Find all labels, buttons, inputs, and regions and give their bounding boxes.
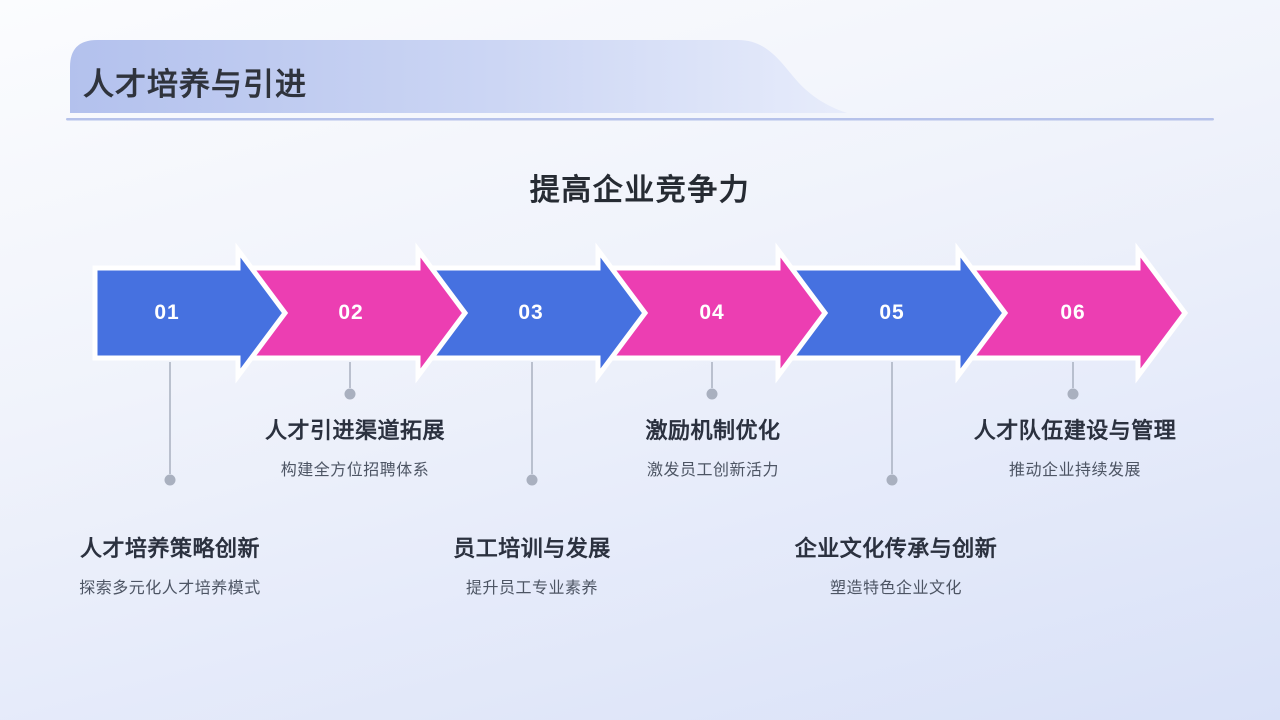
connector-dot-01 — [164, 474, 176, 486]
header-divider — [66, 118, 1214, 121]
connector-dot-06 — [1067, 388, 1079, 400]
callout-step-05: 企业文化传承与创新 塑造特色企业文化 — [795, 531, 998, 598]
callout-title: 人才培养策略创新 — [79, 536, 261, 561]
step-number-02: 02 — [338, 301, 364, 324]
arrow-step-03 — [410, 242, 649, 384]
arrow-timeline — [92, 242, 1189, 384]
step-number-01: 01 — [154, 301, 180, 324]
arrow-step-06 — [950, 242, 1189, 384]
callout-subtitle: 激发员工创新活力 — [646, 462, 780, 479]
callout-subtitle: 提升员工专业素养 — [465, 580, 599, 597]
arrow-step-02 — [230, 242, 469, 384]
arrow-step-04 — [590, 242, 829, 384]
callout-title: 人才队伍建设与管理 — [973, 418, 1177, 443]
callout-step-02: 人才引进渠道拓展 构建全方位招聘体系 — [265, 413, 445, 480]
callout-subtitle: 塑造特色企业文化 — [829, 580, 963, 597]
connector-dot-05 — [886, 474, 898, 486]
step-number-03: 03 — [518, 301, 544, 324]
connectors — [164, 362, 1079, 486]
callout-subtitle: 探索多元化人才培养模式 — [79, 580, 261, 597]
callout-step-04: 激励机制优化 激发员工创新活力 — [645, 413, 780, 480]
arrow-step-01 — [92, 242, 289, 384]
connector-dot-02 — [344, 388, 356, 400]
connector-dot-04 — [706, 388, 718, 400]
callout-subtitle: 推动企业持续发展 — [1008, 462, 1142, 479]
callout-step-01: 人才培养策略创新 探索多元化人才培养模式 — [79, 531, 261, 598]
callout-title: 激励机制优化 — [645, 418, 781, 443]
section-heading: 提高企业竞争力 — [529, 174, 751, 207]
connector-dot-03 — [526, 474, 538, 486]
callout-step-03: 员工培训与发展 提升员工专业素养 — [453, 531, 611, 598]
callout-step-06: 人才队伍建设与管理 推动企业持续发展 — [974, 413, 1177, 480]
arrow-step-05 — [770, 242, 1009, 384]
step-number-06: 06 — [1060, 301, 1086, 324]
callout-title: 企业文化传承与创新 — [794, 536, 998, 561]
step-number-04: 04 — [699, 301, 725, 324]
slide-title: 人才培养与引进 — [83, 67, 307, 102]
callout-title: 员工培训与发展 — [453, 536, 611, 561]
callout-title: 人才引进渠道拓展 — [264, 418, 446, 443]
callout-subtitle: 构建全方位招聘体系 — [280, 462, 430, 479]
title-banner-shape — [70, 40, 847, 113]
step-number-05: 05 — [879, 301, 905, 324]
